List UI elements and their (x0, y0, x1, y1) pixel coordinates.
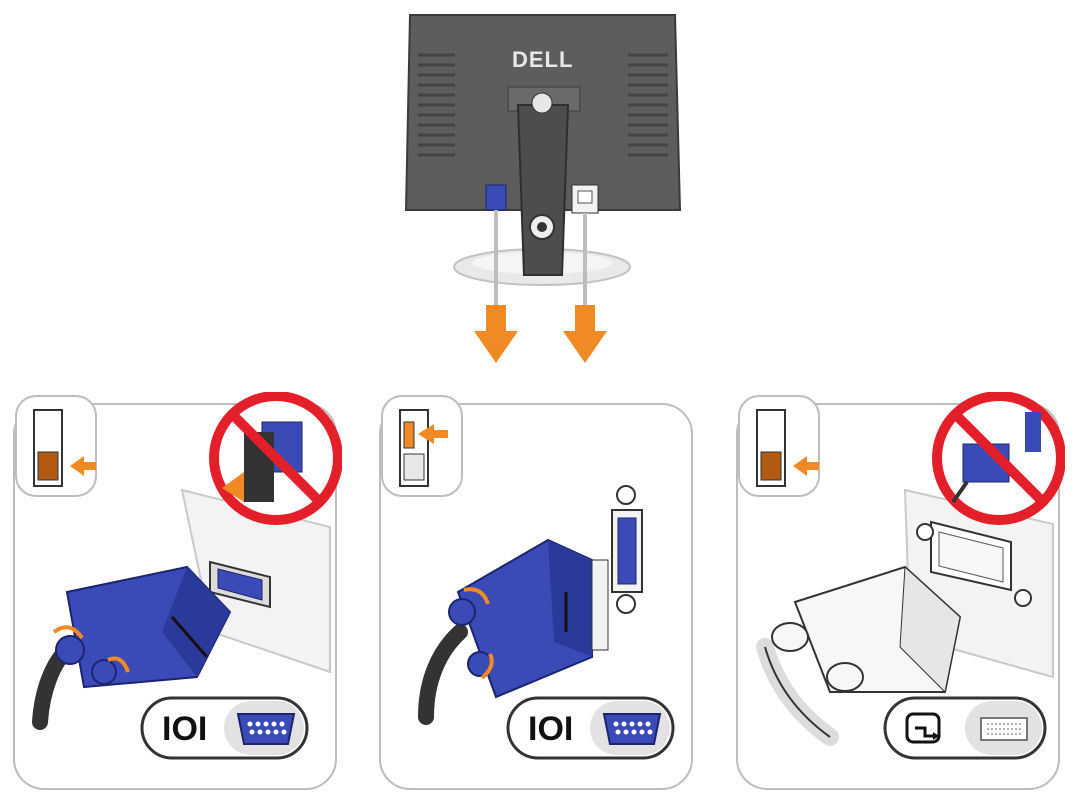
monitor-vga-port-icon (485, 184, 507, 211)
dvi-port-icon (980, 717, 1028, 741)
slot-indicator-icon (381, 395, 463, 497)
panel-dvi (735, 392, 1065, 792)
slot-indicator-icon (15, 395, 97, 497)
monitor-back-view: DELL (400, 5, 690, 365)
vga-port-icon (236, 713, 296, 745)
port-label-io: IOI (528, 710, 573, 748)
slot-indicator-icon (738, 395, 820, 497)
vga-port-icon (602, 713, 662, 745)
orange-arrow-down-icon (474, 305, 518, 363)
wall-dvi-port-icon (916, 520, 1032, 607)
digital-signal-icon (905, 712, 941, 744)
prohibited-icon (932, 392, 1065, 525)
panel-vga-ok: IOI (378, 392, 708, 792)
prohibited-icon (209, 392, 342, 525)
wall-vga-port-icon (611, 485, 643, 614)
port-label-pill (883, 696, 1047, 760)
port-label-io: IOI (162, 710, 207, 748)
panel-vga-blocked: IOI (12, 392, 342, 792)
port-label-pill: IOI (506, 696, 675, 760)
port-label-pill: IOI (140, 696, 309, 760)
dell-logo: DELL (512, 47, 573, 72)
orange-arrow-down-icon (563, 305, 607, 363)
